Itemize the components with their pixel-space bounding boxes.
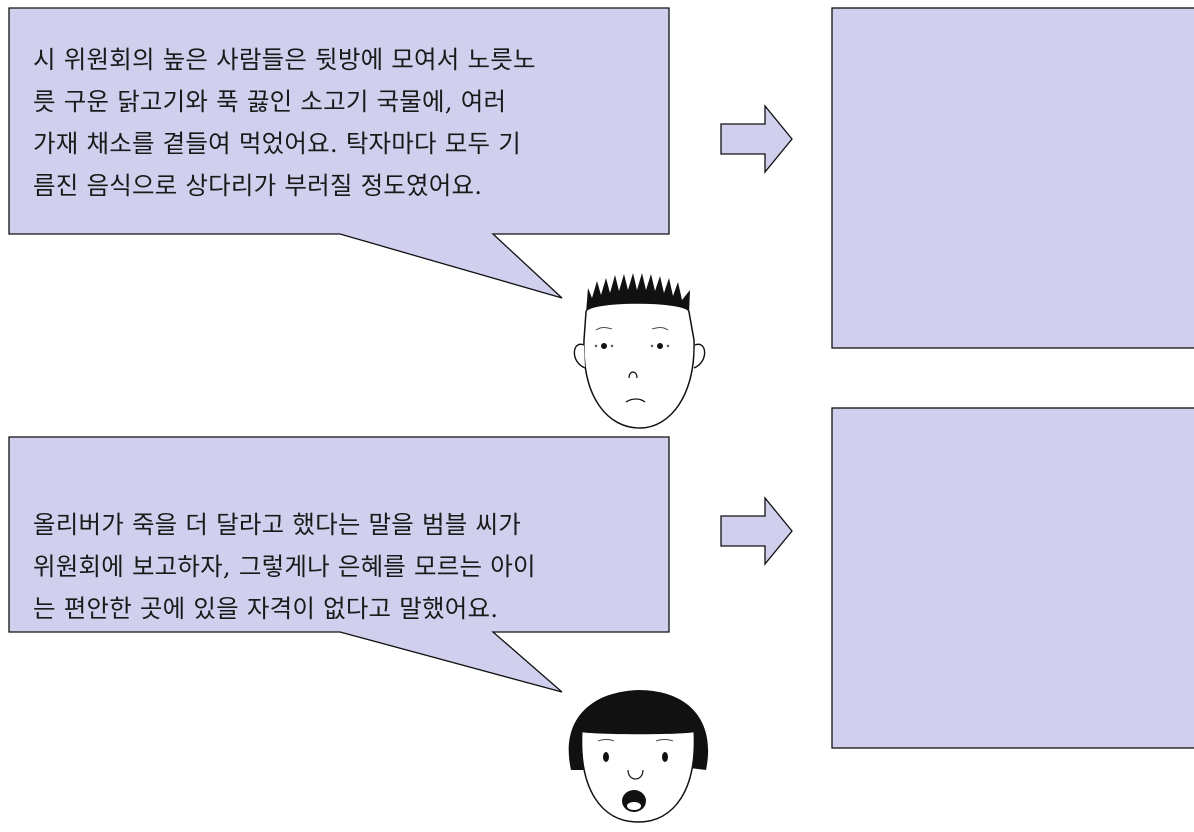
speech-text-1: 시 위원회의 높은 사람들은 뒷방에 모여서 노릇노 릇 구운 닭고기와 푹 끓… <box>33 45 536 200</box>
panel-1 <box>8 7 1194 429</box>
speech-text-2: 올리버가 죽을 더 달라고 했다는 말을 범블 씨가 위원회에 보고하자, 그렇… <box>33 510 536 623</box>
speech-bubble-2 <box>8 436 670 693</box>
answer-box-2[interactable] <box>831 407 1194 749</box>
boy-face-icon <box>573 273 706 429</box>
girl-face-icon <box>568 690 709 823</box>
right-arrow-icon <box>720 496 793 566</box>
panel-2 <box>8 407 1194 823</box>
right-arrow-icon <box>720 104 793 174</box>
answer-box-1[interactable] <box>831 7 1194 349</box>
speech-bubble-1 <box>8 7 670 299</box>
